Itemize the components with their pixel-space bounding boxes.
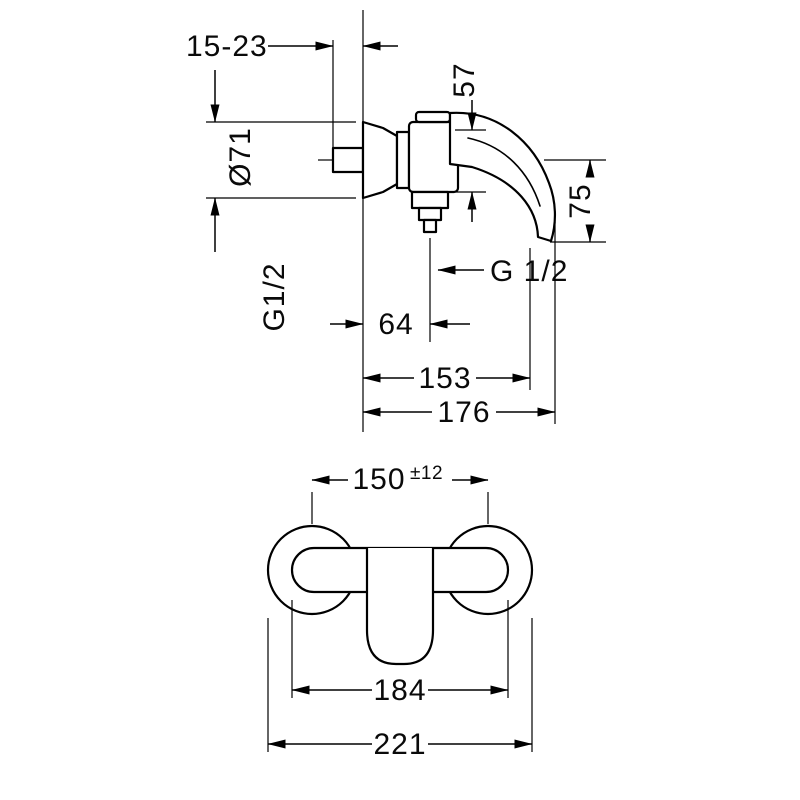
dim-label-escutcheon-diameter: Ø71	[224, 127, 257, 187]
lever-handle	[448, 111, 556, 243]
wall-union	[318, 146, 365, 174]
escutcheon	[361, 120, 399, 200]
dim-label-lever-drop: 75	[564, 183, 597, 218]
dim-wall-depth: 15-23	[186, 30, 398, 148]
dim-label-overall-width: 221	[373, 728, 426, 761]
dim-label-body-height: 57	[448, 62, 481, 97]
dim-outlet-thread: G 1/2	[437, 255, 568, 288]
dim-wall-to-lever: 153	[362, 248, 531, 395]
dim-total-projection: 176	[362, 222, 556, 429]
dim-body-width: 184	[291, 600, 509, 707]
dim-lever-drop: 75	[544, 159, 606, 243]
dim-label-connection-centres: 150	[352, 463, 405, 496]
dim-body-height: 57	[448, 62, 486, 222]
dim-label-connection-tolerance: ±12	[410, 463, 443, 484]
dim-overall-width: 221	[267, 618, 533, 761]
side-view: 15-23 Ø71 57 75 G1/2	[186, 10, 606, 432]
front-view: 150 ±12 184 221	[266, 463, 534, 761]
dim-wall-to-outlet: 64	[330, 308, 470, 341]
dim-label-wall-depth: 15-23	[186, 30, 268, 63]
hose-outlet	[410, 190, 450, 234]
handle-front	[365, 548, 435, 666]
dim-label-outlet-thread: G 1/2	[490, 255, 568, 288]
dim-escutcheon-diameter: Ø71	[206, 70, 356, 252]
body-ring	[395, 130, 411, 190]
dim-label-wall-to-outlet: 64	[378, 308, 413, 341]
dim-label-wall-thread: G1/2	[258, 262, 291, 331]
dim-connection-centres: 150 ±12	[311, 463, 489, 524]
dim-label-total-projection: 176	[437, 396, 490, 429]
cartridge-cap	[414, 110, 452, 124]
dim-label-wall-to-lever: 153	[418, 362, 471, 395]
dim-label-body-width: 184	[373, 674, 426, 707]
